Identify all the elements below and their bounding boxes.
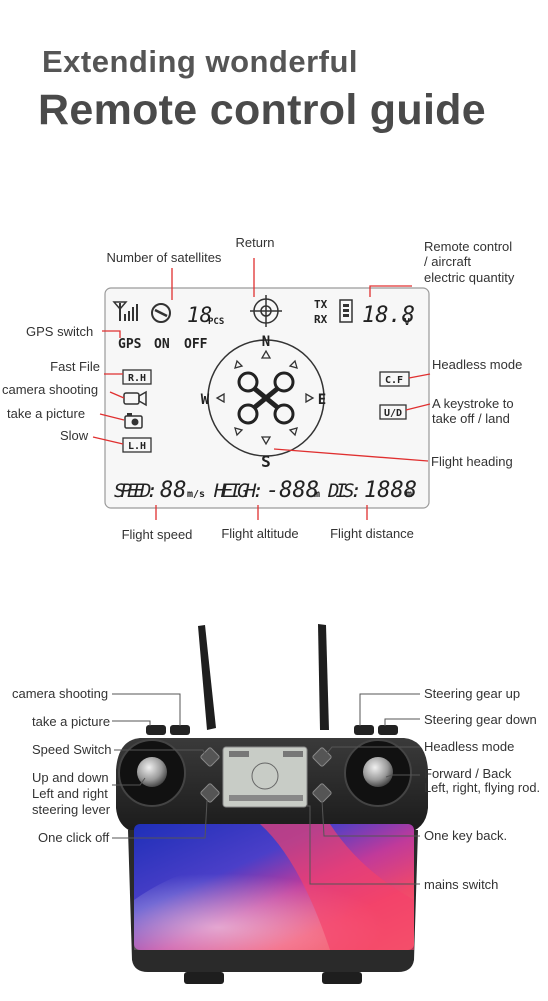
lcd-callout-lines — [92, 258, 431, 520]
one-click-off-button[interactable] — [200, 783, 220, 803]
speed-switch-button[interactable] — [200, 747, 220, 767]
label-one-key-back: One key back. — [424, 828, 507, 843]
label-one-click-off: One click off — [38, 830, 110, 845]
heading-line-1: Extending wonderful — [42, 44, 359, 79]
callout-gps-switch: GPS switch — [26, 324, 93, 339]
speed-value: 88 — [160, 478, 187, 503]
left-antenna — [198, 625, 216, 730]
dis-label: DIS: — [327, 480, 362, 502]
callout-rc-quantity-3: electric quantity — [424, 270, 515, 285]
callout-flight-altitude: Flight altitude — [221, 526, 298, 541]
cf-text: C.F — [385, 375, 403, 386]
dis-value: 1888 — [364, 478, 417, 503]
callout-camera-shooting: camera shooting — [2, 382, 98, 397]
callout-flight-heading: Flight heading — [431, 454, 513, 469]
callout-fast-file: Fast File — [50, 359, 100, 374]
label-headless-mode: Headless mode — [424, 739, 514, 754]
height-label: HEIGH: — [213, 480, 264, 502]
remote-controller — [116, 624, 428, 984]
speed-unit: m/s — [187, 489, 205, 500]
label-up-down-1: Up and down — [32, 770, 109, 785]
left-shoulder-button-1[interactable] — [146, 725, 166, 735]
compass-s: S — [261, 452, 271, 471]
callout-headless-mode: Headless mode — [432, 357, 522, 372]
callout-keystroke-2: take off / land — [432, 411, 510, 426]
callout-flight-distance: Flight distance — [330, 526, 414, 541]
label-camera-shooting: camera shooting — [12, 686, 108, 701]
lcd-panel: 18 PCS TX RX 18.8 V GPS ON OFF R.H — [104, 287, 430, 509]
tx-label: TX — [314, 298, 328, 311]
callout-rc-quantity-1: Remote control — [424, 239, 512, 254]
compass-e: E — [318, 392, 326, 408]
label-take-picture: take a picture — [32, 714, 110, 729]
callout-return: Return — [235, 235, 274, 250]
label-steering-down: Steering gear down — [424, 712, 537, 727]
lh-text: L.H — [128, 441, 146, 452]
gps-text: GPS — [118, 337, 142, 352]
battery-icon — [339, 299, 353, 323]
volt-unit: V — [404, 317, 410, 328]
gps-on-text: ON — [154, 337, 170, 352]
label-forward-back-2: Left, right, flying rod. — [424, 780, 540, 795]
drone-icon — [237, 371, 295, 425]
compass-dial: N S E W — [201, 334, 326, 471]
right-foot — [322, 972, 362, 984]
callout-take-picture: take a picture — [7, 406, 85, 421]
rh-box — [122, 369, 152, 385]
height-unit: m — [314, 489, 320, 500]
label-speed-switch: Speed Switch — [32, 742, 112, 757]
right-stick[interactable] — [363, 757, 393, 787]
satellite-icon — [151, 303, 171, 323]
callout-slow: Slow — [60, 428, 89, 443]
label-up-down-2: Left and right — [32, 786, 108, 801]
gps-off-text: OFF — [184, 337, 208, 352]
controller-lcd-screen — [222, 746, 308, 808]
pcs-label: PCS — [208, 317, 224, 327]
headless-mode-button[interactable] — [312, 747, 332, 767]
callout-satellites: Number of satellites — [107, 250, 222, 265]
compass-n: N — [262, 334, 270, 350]
rh-text: R.H — [128, 373, 146, 384]
dis-unit: m — [406, 489, 412, 500]
lh-box — [122, 437, 152, 453]
callout-keystroke-1: A keystroke to — [432, 396, 514, 411]
rx-label: RX — [314, 313, 328, 326]
one-key-back-button[interactable] — [312, 783, 332, 803]
right-antenna — [318, 624, 329, 730]
label-mains-switch: mains switch — [424, 877, 498, 892]
ud-box — [379, 404, 407, 420]
signal-icon — [112, 301, 138, 321]
left-foot — [184, 972, 224, 984]
heading-line-2: Remote control guide — [38, 86, 486, 134]
left-shoulder-button-2[interactable] — [170, 725, 190, 735]
label-up-down-3: steering lever — [32, 802, 111, 817]
controller-callout-lines — [112, 693, 420, 885]
ud-text: U/D — [384, 408, 402, 419]
photo-camera-icon — [124, 413, 143, 429]
satellite-count: 18 — [187, 303, 212, 327]
height-value: -888 — [266, 478, 319, 503]
label-forward-back-1: Forward / Back — [424, 766, 512, 781]
compass-w: W — [201, 392, 210, 408]
return-icon — [250, 295, 282, 327]
camera-video-icon — [123, 390, 147, 407]
speed-label: SPEED: — [114, 480, 158, 502]
voltage-value: 18.8 — [362, 303, 415, 328]
callout-flight-speed: Flight speed — [122, 527, 193, 542]
callout-rc-quantity-2: / aircraft — [424, 254, 471, 269]
label-steering-up: Steering gear up — [424, 686, 520, 701]
cf-box — [379, 371, 410, 387]
right-shoulder-button-1[interactable] — [354, 725, 374, 735]
right-shoulder-button-2[interactable] — [378, 725, 398, 735]
